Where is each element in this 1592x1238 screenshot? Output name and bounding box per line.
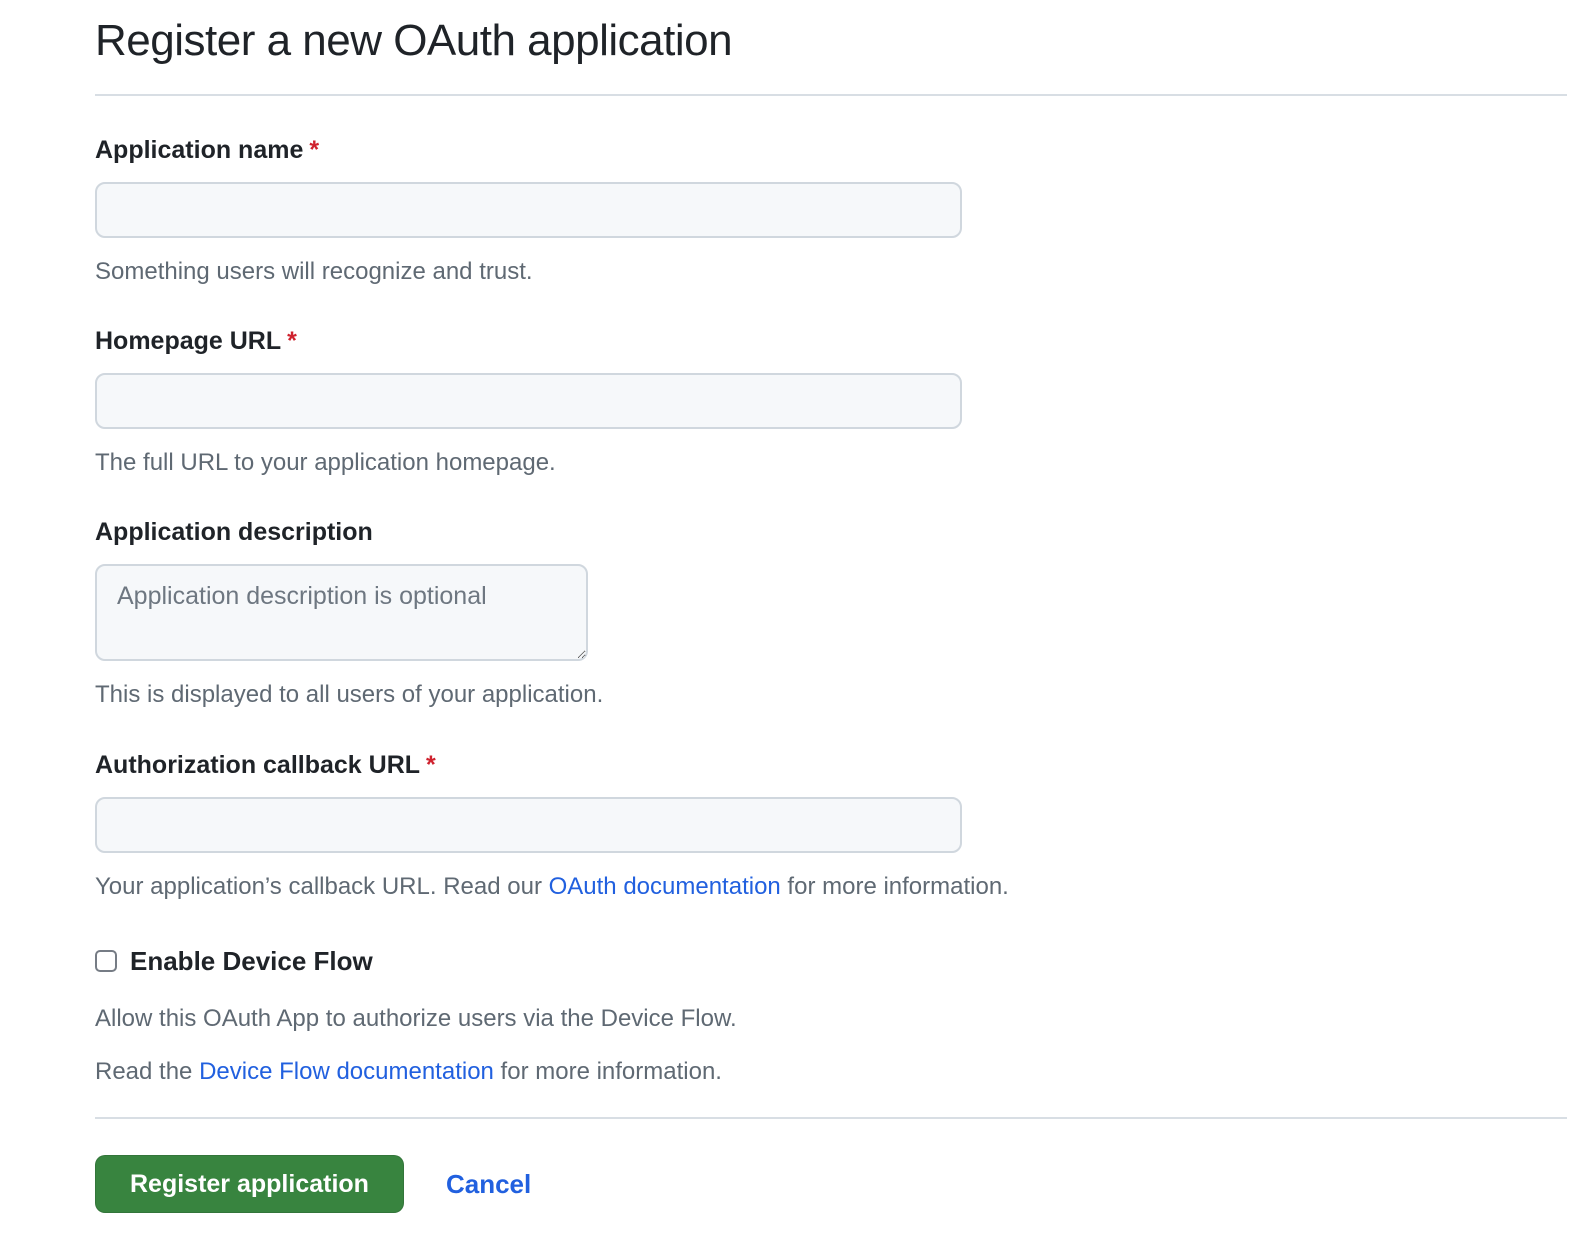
application-name-input[interactable] bbox=[95, 182, 962, 238]
device-flow-help-suffix: for more information. bbox=[493, 1057, 722, 1085]
application-name-help: Something users will recognize and trust… bbox=[95, 258, 533, 285]
oauth-registration-page: Register a new OAuth application Applica… bbox=[95, 10, 1567, 1214]
homepage-url-label-text: Homepage URL bbox=[95, 327, 282, 356]
callback-help-suffix: for more information. bbox=[780, 872, 1009, 900]
oauth-documentation-link[interactable]: OAuth documentation bbox=[548, 872, 781, 900]
required-asterisk: * bbox=[426, 750, 436, 779]
authorization-callback-url-label-text: Authorization callback URL bbox=[95, 750, 421, 779]
authorization-callback-url-label: Authorization callback URL* bbox=[95, 751, 436, 779]
homepage-url-help: The full URL to your application homepag… bbox=[95, 449, 556, 477]
callback-help-prefix: Your application’s callback URL. Read ou… bbox=[95, 872, 549, 900]
homepage-url-input[interactable] bbox=[95, 373, 962, 430]
enable-device-flow-checkbox[interactable] bbox=[95, 950, 117, 973]
enable-device-flow-label[interactable]: Enable Device Flow bbox=[130, 945, 373, 976]
application-description-group: Application description This is displaye… bbox=[95, 518, 1567, 710]
cancel-link[interactable]: Cancel bbox=[445, 1168, 532, 1199]
application-name-group: Application name* Something users will r… bbox=[95, 136, 1567, 287]
homepage-url-label: Homepage URL* bbox=[95, 327, 297, 355]
page-title: Register a new OAuth application bbox=[95, 10, 1567, 96]
bottom-divider bbox=[95, 1117, 1567, 1120]
device-flow-row: Enable Device Flow bbox=[95, 946, 1567, 977]
required-asterisk: * bbox=[287, 327, 297, 356]
device-flow-help-line2: Read the Device Flow documentation for m… bbox=[95, 1056, 1567, 1087]
authorization-callback-url-input[interactable] bbox=[95, 796, 962, 853]
form-actions: Register application Cancel bbox=[95, 1155, 1567, 1214]
application-name-label-text: Application name bbox=[95, 136, 304, 164]
application-description-help: This is displayed to all users of your a… bbox=[95, 681, 604, 709]
application-description-label: Application description bbox=[95, 518, 373, 547]
homepage-url-group: Homepage URL* The full URL to your appli… bbox=[95, 327, 1567, 478]
authorization-callback-url-help: Your application’s callback URL. Read ou… bbox=[95, 871, 1567, 902]
device-flow-help-prefix: Read the bbox=[95, 1057, 200, 1085]
device-flow-group: Enable Device Flow Allow this OAuth App … bbox=[95, 946, 1567, 1087]
device-flow-documentation-link[interactable]: Device Flow documentation bbox=[199, 1057, 494, 1085]
register-application-button[interactable]: Register application bbox=[95, 1155, 404, 1214]
application-description-textarea[interactable] bbox=[95, 564, 588, 662]
required-asterisk: * bbox=[309, 136, 320, 164]
application-name-label: Application name* bbox=[95, 136, 319, 164]
device-flow-help-line1: Allow this OAuth App to authorize users … bbox=[95, 1004, 737, 1032]
authorization-callback-url-group: Authorization callback URL* Your applica… bbox=[95, 751, 1567, 902]
